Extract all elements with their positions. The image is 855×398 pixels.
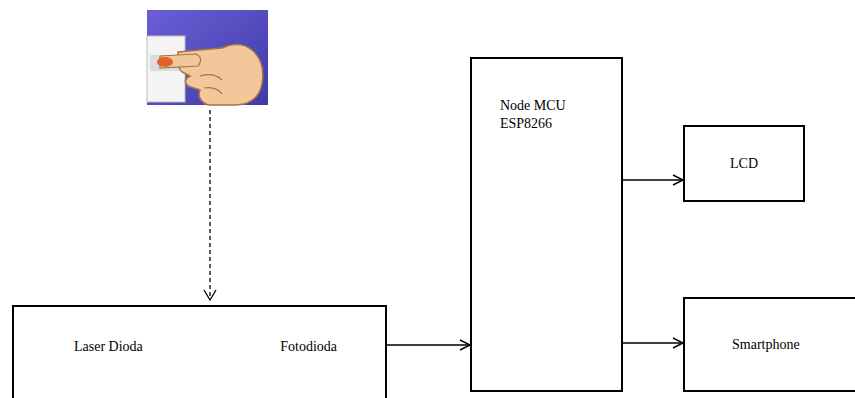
arrow-connector [623, 175, 683, 185]
fingertip-light [157, 57, 173, 67]
sensor-box: Laser Dioda Fotodioda [12, 305, 387, 398]
box-label: LCD [730, 155, 758, 173]
box-label: Fotodioda [280, 338, 337, 356]
arrow-head [673, 338, 683, 348]
connector-line [387, 344, 470, 345]
arrow-head [673, 175, 683, 185]
display-box: LCD [683, 125, 805, 202]
connector-line [623, 342, 683, 343]
box-label: Smartphone [732, 336, 800, 354]
box-label: Node MCU ESP8266 [500, 97, 610, 133]
box-label: Laser Dioda [74, 338, 143, 356]
mcu-box: Node MCU ESP8266 [470, 57, 623, 392]
illustration-ground [147, 10, 268, 105]
arrow-head [460, 340, 470, 350]
dashed-arrow [209, 110, 210, 298]
hand [178, 44, 263, 105]
hand-lines [200, 75, 222, 94]
phone-box: Smartphone [683, 297, 855, 392]
connector-line [623, 179, 683, 180]
arrow-head [204, 290, 216, 300]
arrow-connector [623, 338, 683, 348]
arrow-connector [387, 340, 470, 350]
